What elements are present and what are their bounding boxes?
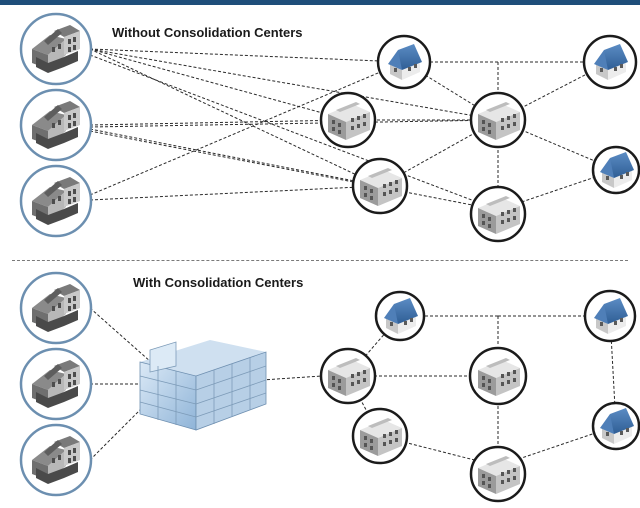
section-title-with: With Consolidation Centers xyxy=(133,275,304,290)
store-node xyxy=(376,34,432,90)
store-node xyxy=(468,346,528,406)
store-node xyxy=(469,445,527,503)
store-node xyxy=(583,289,637,343)
store-node xyxy=(591,145,640,195)
consolidation-center-building-icon xyxy=(139,340,267,431)
section-title-without: Without Consolidation Centers xyxy=(112,25,303,40)
suppliers-group-bottom xyxy=(19,271,93,497)
store-node xyxy=(469,91,527,149)
store-node xyxy=(374,290,426,342)
supplier-node xyxy=(19,12,93,86)
supplier-node xyxy=(19,271,93,345)
store-node xyxy=(351,157,409,215)
supplier-node xyxy=(19,347,93,421)
supplier-node xyxy=(19,423,93,497)
store-node xyxy=(351,407,409,465)
store-node xyxy=(469,185,527,243)
stores-group-top xyxy=(319,34,640,243)
supplier-node xyxy=(19,88,93,162)
supplier-node xyxy=(19,164,93,238)
top-accent-bar xyxy=(0,0,640,5)
stores-group-bottom xyxy=(319,289,640,503)
section-divider xyxy=(12,260,628,261)
store-node xyxy=(582,34,638,90)
suppliers-group-top xyxy=(19,12,93,238)
store-node xyxy=(319,91,377,149)
store-node xyxy=(591,401,640,451)
store-node xyxy=(319,347,377,405)
